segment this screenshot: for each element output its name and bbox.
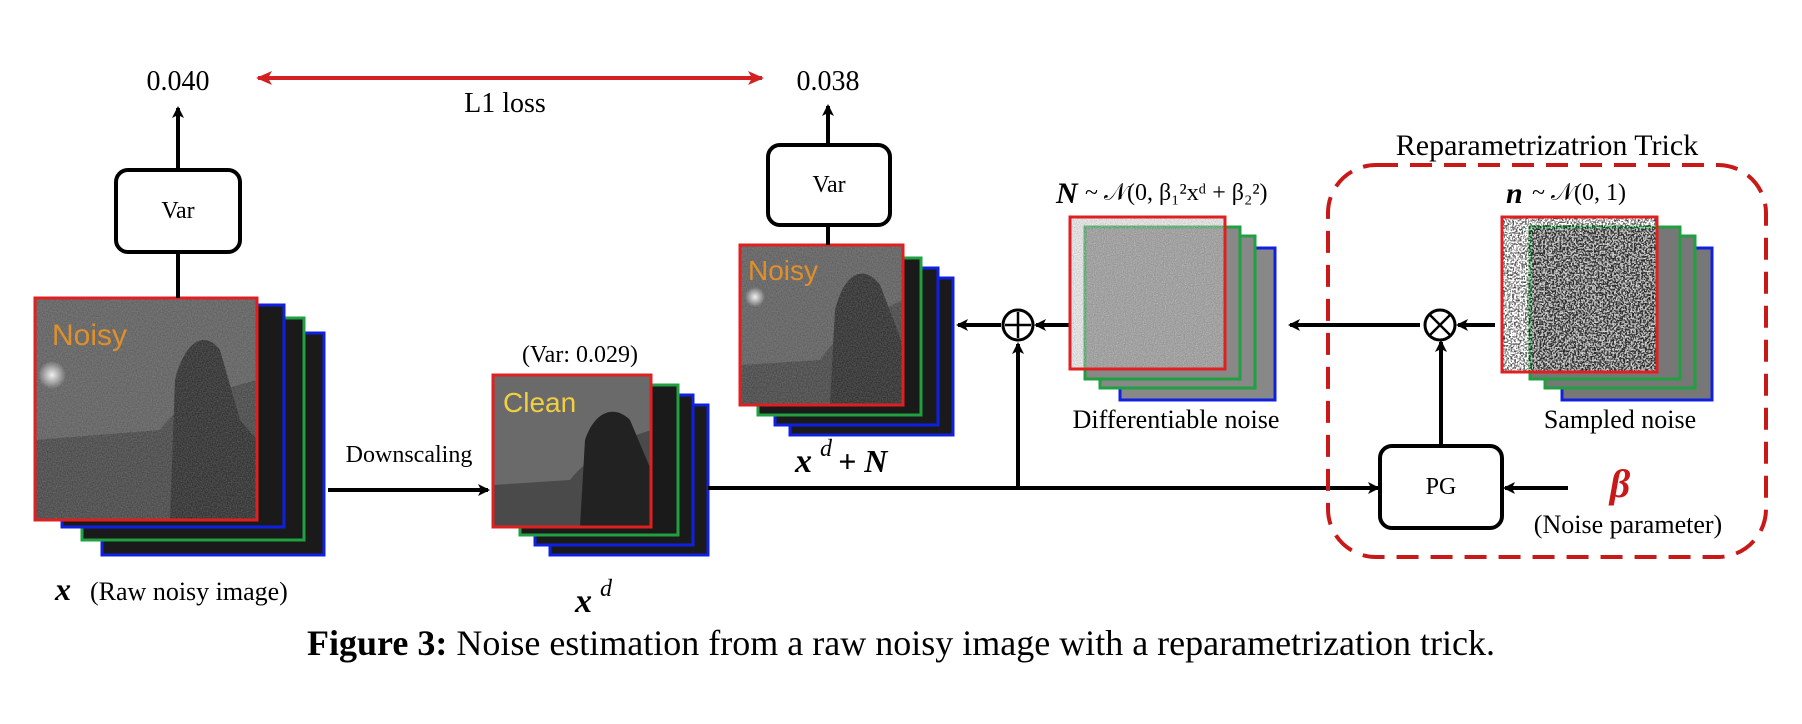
reparam-title: Reparametrizatrion Trick <box>1396 129 1698 162</box>
l1-loss-label: L1 loss <box>464 88 546 119</box>
noise-dist-formula: ~ 𝒩(0, β₁²xᵈ + β₂²) <box>1085 180 1268 206</box>
clean-var: (Var: 0.029) <box>522 342 638 368</box>
xd-symbol: x <box>574 583 592 620</box>
pg-label: PG <box>1426 474 1457 500</box>
caption-text: Noise estimation from a raw noisy image … <box>456 623 1495 663</box>
sampled-dist-formula: ~ 𝒩(0, 1) <box>1532 180 1626 206</box>
xd-sup: d <box>600 576 613 602</box>
sum-image: Noisy <box>738 243 905 407</box>
beta-symbol: β <box>1608 461 1631 506</box>
figure-caption: Figure 3: Noise estimation from a raw no… <box>0 622 1802 664</box>
var-value-left: 0.040 <box>147 66 210 97</box>
noisy-tag-2: Noisy <box>748 255 818 286</box>
clean-tag: Clean <box>503 387 576 418</box>
loss-group: 0.040 0.038 L1 loss <box>147 66 860 119</box>
raw-image-stack: Noisy <box>33 296 326 557</box>
var-box-right-label: Var <box>812 172 845 198</box>
times-d2 <box>1429 314 1451 336</box>
sampled-noise-stack <box>1500 215 1714 402</box>
sum-image-stack: Noisy <box>738 243 955 437</box>
reparam-box <box>1326 163 1768 559</box>
caption-prefix: Figure 3: <box>307 623 448 663</box>
var-value-right: 0.038 <box>797 66 860 97</box>
noise-param-label: (Noise parameter) <box>1534 510 1722 539</box>
clean-image: Clean <box>491 373 653 529</box>
noise-dist-symbol: N <box>1055 177 1079 210</box>
raw-symbol: x <box>54 571 71 607</box>
diagram: 0.040 0.038 L1 loss Noisy Var x (Raw noi… <box>33 66 1768 620</box>
downscaling-label: Downscaling <box>346 442 473 468</box>
diff-noise-stack <box>1068 215 1277 402</box>
diff-noise-image <box>1070 217 1225 369</box>
sampled-noise-label: Sampled noise <box>1544 405 1696 434</box>
sum-rest: + N <box>838 443 889 479</box>
diff-noise-label: Differentiable noise <box>1073 405 1280 434</box>
sum-sup: d <box>820 436 833 462</box>
raw-image: Noisy <box>33 296 259 522</box>
sampled-noise-image <box>1502 217 1657 372</box>
noisy-tag: Noisy <box>52 319 127 352</box>
clean-image-stack: Clean <box>491 373 710 557</box>
var-box-left-label: Var <box>161 198 194 224</box>
sampled-dist-symbol: n <box>1506 177 1523 210</box>
raw-label: (Raw noisy image) <box>90 577 288 606</box>
sum-symbol: x <box>794 443 812 480</box>
